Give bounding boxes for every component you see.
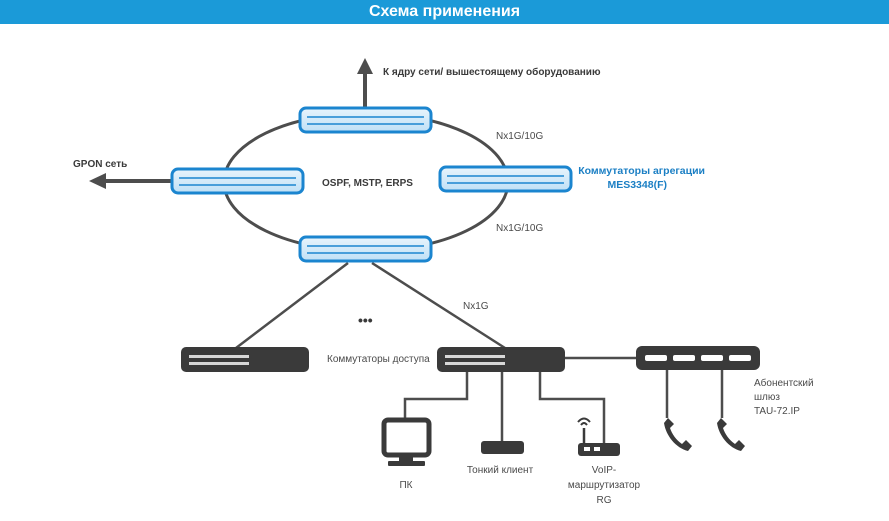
router-label-line1: VoIP-: [592, 465, 616, 476]
wifi-icon: [577, 417, 591, 426]
gateway-label-line2: шлюз: [754, 392, 780, 403]
core-uplink-arrow: [357, 58, 373, 108]
thin-client-icon: [481, 441, 524, 454]
aggregation-label-line2: MES3348(F): [607, 179, 667, 191]
pc-icon: [381, 417, 432, 466]
access-switch-right: [437, 347, 565, 372]
phone-icon: [664, 418, 692, 451]
gpon-label: GPON сеть: [73, 159, 127, 170]
gpon-arrow: [89, 173, 172, 189]
phone-icon: [717, 418, 745, 451]
page-title: Схема применения: [0, 0, 889, 24]
gateway-label-line3: TAU-72.IP: [754, 406, 800, 417]
thin-client-label: Тонкий клиент: [467, 465, 534, 476]
access-links: [235, 261, 506, 350]
link-upper-label: Nx1G/10G: [496, 131, 543, 142]
phone-links: [665, 370, 724, 418]
router-label-line3: RG: [597, 495, 612, 506]
access-label: Коммутаторы доступа: [327, 354, 430, 365]
subscriber-gateway: [636, 346, 760, 370]
router-icon: [578, 428, 620, 456]
aggregation-label-line1: Коммутаторы агрегации: [578, 165, 705, 177]
aggregation-switch-bottom: [298, 235, 433, 263]
aggregation-switch-left: [170, 167, 305, 195]
gateway-label-line1: Абонентский: [754, 377, 814, 389]
device-links: [403, 372, 606, 443]
ellipsis: •••: [358, 312, 373, 328]
link-lower-label: Nx1G/10G: [496, 223, 543, 234]
uplink-label: Nx1G: [463, 301, 489, 312]
router-label-line2: маршрутизатор: [568, 480, 641, 491]
core-label: К ядру сети/ вышестоящему оборудованию: [383, 66, 601, 78]
pc-label: ПК: [399, 480, 412, 491]
aggregation-switch-top: [298, 106, 433, 134]
access-switch-left: [181, 347, 309, 372]
aggregation-switch-right: [438, 165, 573, 193]
protocols-label: OSPF, MSTP, ERPS: [322, 178, 413, 189]
